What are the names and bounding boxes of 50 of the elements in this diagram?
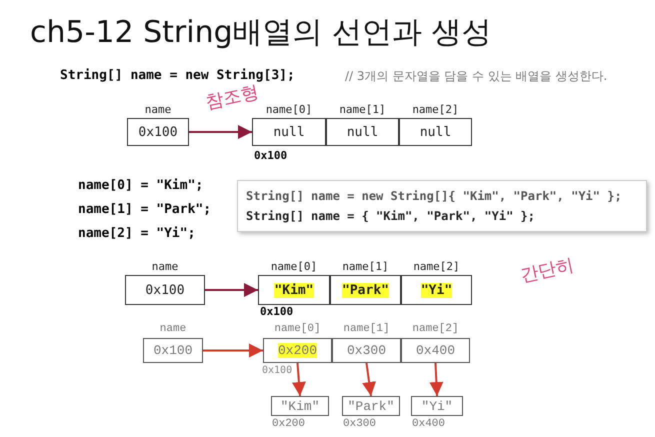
code-box — [237, 180, 647, 232]
column-header: name[2] — [412, 260, 461, 273]
handwritten-note: 참조형 — [203, 82, 261, 114]
address-label: 0x100 — [260, 305, 294, 318]
cell-value: "Yi" — [421, 398, 453, 414]
cell-value: 0x100 — [153, 343, 192, 358]
cell-value: 0x100 — [138, 124, 178, 140]
cell-value: 0x200 — [278, 343, 317, 358]
arrow — [292, 362, 306, 396]
arrow — [205, 283, 258, 297]
code-line: String[] name = new String[3]; — [60, 68, 295, 83]
address-label: 0x400 — [412, 418, 446, 430]
column-header: name[0] — [264, 103, 314, 116]
code-comment: // 3개의 문자열을 담을 수 있는 배열을 생성한다. — [345, 68, 608, 85]
column-header: name[2] — [411, 103, 460, 116]
address-label: 0x100 — [262, 365, 292, 376]
column-header: name[2] — [411, 323, 460, 335]
address-label: 0x300 — [343, 418, 378, 430]
code-line: name[2] = "Yi"; — [78, 226, 196, 241]
arrow — [362, 362, 376, 396]
code-line: String[] name = { "Kim", "Park", "Yi" }; — [246, 209, 535, 223]
arrow — [189, 125, 252, 139]
cell-value: null — [273, 124, 305, 140]
handwritten-note: 간단히 — [518, 254, 576, 288]
column-header: name[0] — [273, 323, 322, 335]
cell-value: "Yi" — [420, 282, 452, 298]
cell-value: 0x300 — [346, 343, 386, 358]
cell-value: "Park" — [342, 282, 389, 298]
cell-value: null — [420, 124, 452, 140]
code-line: name[1] = "Park"; — [78, 202, 212, 217]
address-label: 0x200 — [272, 418, 306, 430]
arrow — [429, 362, 444, 396]
cell-value: null — [346, 124, 378, 140]
column-header: name[1] — [341, 260, 390, 273]
cell-value: 0x100 — [145, 282, 185, 298]
code-line: String[] name = new String[]{ "Kim", "Park", "Yi" }; — [246, 189, 622, 203]
code-line: name[0] = "Kim"; — [78, 178, 204, 193]
column-header: name — [158, 323, 188, 335]
column-header: name[0] — [270, 260, 318, 273]
cell-value: "Kim" — [280, 398, 320, 414]
slide-title: ch5-12 String배열의 선언과 생성 — [30, 14, 492, 52]
cell-value: 0x400 — [416, 343, 455, 358]
cell-value: "Kim" — [274, 282, 314, 298]
column-header: name[1] — [342, 323, 391, 335]
column-header: name — [144, 103, 172, 116]
cell-value: "Park" — [348, 398, 394, 414]
column-header: name — [150, 260, 180, 273]
address-label: 0x100 — [254, 149, 288, 162]
column-header: name[1] — [338, 103, 387, 116]
arrow — [203, 344, 263, 358]
